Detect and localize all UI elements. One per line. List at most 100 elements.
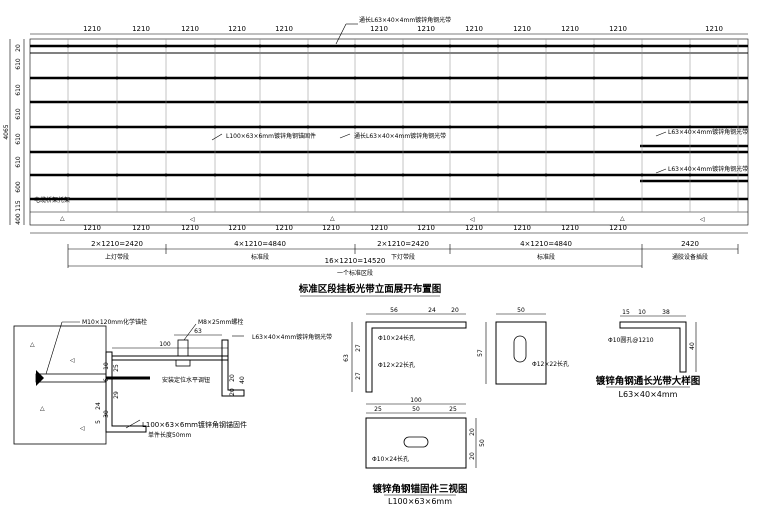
- dim: 63: [343, 354, 350, 362]
- top-dim: 1210: [561, 25, 579, 33]
- left-dim: 20: [15, 44, 22, 52]
- svg-text:◁: ◁: [70, 357, 75, 364]
- rail-detail: 15 10 38 40 Φ10圆孔@1210 镀锌角钢通长光带大样图 L63×4…: [596, 309, 701, 399]
- top-dim: 1210: [275, 25, 293, 33]
- left-dim: 610: [15, 156, 22, 168]
- left-dim: 610: [15, 58, 22, 70]
- elevation-frame: [29, 38, 749, 226]
- bottom-dims: 1210 1210 1210 1210 1210 1210 1210 1210 …: [83, 224, 627, 232]
- dim: 30: [103, 410, 110, 418]
- rails: [30, 44, 748, 201]
- dim: 25: [374, 406, 382, 413]
- rail-title: 镀锌角钢通长光带大样图: [596, 375, 701, 387]
- left-dim: 610: [15, 108, 22, 120]
- rail-subtitle: L63×40×4mm: [619, 390, 678, 399]
- anchor-plan-view: [365, 417, 467, 469]
- hole-label: Φ12×22长孔: [532, 360, 569, 368]
- svg-text:◁: ◁: [470, 216, 475, 223]
- bottom-dim: 1210: [370, 224, 388, 232]
- anchor-side-view: [365, 321, 467, 393]
- seg-dim: 2×1210=2420: [91, 240, 143, 248]
- svg-text:△: △: [40, 405, 45, 412]
- bottom-dim: 1210: [132, 224, 150, 232]
- label-adjust: 安装定位水平调钮: [162, 376, 210, 384]
- top-dim: 1210: [370, 25, 388, 33]
- dim: 50: [479, 439, 486, 447]
- left-dim: 600: [15, 181, 22, 193]
- seg-dim: 4×1210=4840: [520, 240, 572, 248]
- dim: 20: [229, 374, 236, 382]
- dim: 25: [449, 406, 457, 413]
- dim: 24: [95, 402, 102, 410]
- svg-text:△: △: [30, 341, 35, 348]
- label-m8: M8×25mm螺栓: [198, 318, 243, 326]
- seg-dim: 2×1210=2420: [377, 240, 429, 248]
- svg-text:◁: ◁: [80, 425, 85, 432]
- dim: 27: [355, 372, 362, 380]
- top-dims: 1210 1210 1210 1210 1210 1210 1210 1210 …: [83, 25, 723, 33]
- svg-text:△: △: [330, 215, 335, 222]
- dim: 10: [103, 362, 110, 370]
- top-dim: 1210: [705, 25, 723, 33]
- hole-label: Φ12×22长孔: [378, 361, 415, 369]
- left-dim: 610: [15, 84, 22, 96]
- top-dim: 1210: [417, 25, 435, 33]
- anchor-front-view: [495, 321, 547, 385]
- label-right-rail-2: L63×40×4mm镀锌角钢光带: [668, 165, 748, 173]
- label-bracket-1: L100×63×6mm镀锌角钢锚固件: [142, 420, 247, 429]
- dim: 57: [477, 349, 484, 357]
- seg-dim: 2420: [681, 240, 699, 248]
- dim: 5: [95, 420, 102, 424]
- dim: 10: [638, 309, 646, 316]
- bottom-dim: 1210: [609, 224, 627, 232]
- bottom-dim: 1210: [181, 224, 199, 232]
- hole-label: Φ10×24长孔: [378, 334, 415, 342]
- bottom-dim: 1210: [417, 224, 435, 232]
- elevation-title: 标准区段挂板光带立面展开布置图: [298, 283, 442, 295]
- dim: 20: [451, 307, 459, 314]
- label-right-rail-1: L63×40×4mm镀锌角钢光带: [668, 128, 748, 136]
- label-mid-rail: 通长L63×40×4mm镀锌角钢光带: [354, 132, 446, 140]
- top-dim: 1210: [513, 25, 531, 33]
- label-top-rail: 通长L63×40×4mm镀锌角钢光带: [359, 16, 451, 24]
- dim: 20: [229, 388, 236, 396]
- dim: 63: [194, 328, 202, 335]
- bottom-dim: 1210: [275, 224, 293, 232]
- left-dim: 400: [15, 213, 22, 225]
- dim: 15: [622, 309, 630, 316]
- dim: 27: [355, 344, 362, 352]
- bracket-dots: [66, 44, 692, 177]
- hole-label: Φ10×24长孔: [372, 455, 409, 463]
- left-total: 4065: [3, 124, 10, 139]
- bottom-dim: 1210: [513, 224, 531, 232]
- seg-dim: 4×1210=4840: [234, 240, 286, 248]
- rail-profile: [619, 321, 687, 373]
- svg-text:◁: ◁: [190, 216, 195, 223]
- bottom-dim: 1210: [228, 224, 246, 232]
- anchor-subtitle: L100×63×6mm: [388, 497, 452, 506]
- dim: 6: [103, 378, 110, 382]
- dim: 100: [159, 341, 171, 348]
- anchor-views: 56 24 20 63 27 27 Φ10×24长孔 Φ12×22长孔 50 5…: [343, 307, 569, 506]
- label-bracket-2: 单件长度50mm: [148, 431, 191, 439]
- total-dim: 16×1210=14520: [325, 257, 386, 265]
- section-detail: △ ◁ △ ◁ M10×120mm化学锚栓 M8×25mm螺栓 L63×40×4…: [13, 318, 332, 445]
- dim: 25: [113, 364, 120, 372]
- label-bracket: L100×63×6mm镀锌角钢锚固件: [226, 132, 316, 140]
- dim: 20: [469, 452, 476, 460]
- label-left-rail: 电缆桥架托架: [34, 196, 70, 204]
- anchor-title: 镀锌角钢锚固件三视图: [372, 483, 467, 495]
- bottom-dim: 1210: [83, 224, 101, 232]
- left-dim: 610: [15, 133, 22, 145]
- dim: 20: [469, 428, 476, 436]
- top-dim: 1210: [181, 25, 199, 33]
- left-dim: 115: [15, 200, 22, 212]
- svg-text:△: △: [620, 215, 625, 222]
- concrete-wall: [13, 325, 107, 445]
- label-bolt: M10×120mm化学锚栓: [82, 318, 147, 326]
- dim: 38: [662, 309, 670, 316]
- svg-text:△: △: [60, 215, 65, 222]
- elevation-view: △ ◁ △ ◁ △ ◁: [3, 16, 749, 297]
- svg-text:◁: ◁: [700, 216, 705, 223]
